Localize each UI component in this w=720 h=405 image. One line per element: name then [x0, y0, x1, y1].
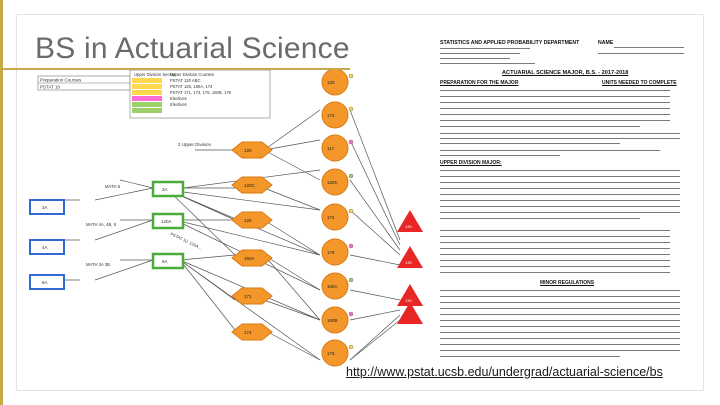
- blue-box-2-label: 4A: [42, 245, 48, 250]
- math-label: MATH 6: [105, 184, 121, 189]
- doc-header-left: STATISTICS AND APPLIED PROBABILITY DEPAR…: [440, 40, 580, 46]
- right-node-2: 173: [327, 113, 335, 118]
- legend-right-row-5: Electives: [170, 102, 187, 107]
- legend-right-head: Upper Division Section: [134, 72, 177, 77]
- degree-requirements-document: STATISTICS AND APPLIED PROBABILITY DEPAR…: [440, 38, 702, 368]
- legend-left-row-2: PSTAT 10: [40, 85, 61, 90]
- right-node-7: 160A: [327, 284, 338, 289]
- green-box-3: 6A: [162, 259, 168, 264]
- right-node-9: 175: [327, 351, 335, 356]
- center-node-4: 160A: [244, 256, 255, 261]
- doc-section-units: UNITS NEEDED TO COMPLETE: [602, 80, 677, 86]
- center-node-1: 120: [244, 148, 252, 153]
- right-node-8: 160B: [327, 318, 338, 323]
- right-node-3: 117: [327, 146, 335, 151]
- legend-right-row-2: PSTAT 126, 160A, 174: [170, 84, 213, 89]
- doc-program-title: ACTUARIAL SCIENCE MAJOR, B.S. - 2017-201…: [502, 70, 629, 76]
- doc-section-prep: PREPARATION FOR THE MAJOR: [440, 80, 519, 86]
- doc-section-minor: MINOR REGULATIONS: [540, 280, 595, 286]
- title-underline: [0, 68, 350, 70]
- center-node-6: 174: [244, 330, 252, 335]
- doc-section-upper: UPPER DIVISION MAJOR:: [440, 160, 502, 166]
- right-node-6: 176: [327, 250, 335, 255]
- right-node-4: 120C: [327, 180, 339, 185]
- source-link[interactable]: http://www.pstat.ucsb.edu/undergrad/actu…: [346, 365, 663, 379]
- connectors: [60, 109, 401, 361]
- center-node-3: 126: [244, 218, 252, 223]
- left-blue-boxes: 3A 4A 6A: [29, 199, 65, 290]
- blue-box-3-label: 6A: [42, 280, 48, 285]
- green-box-1: 3A: [162, 187, 168, 192]
- green-boxes: 3A 120A 6A: [151, 180, 185, 270]
- legend-right: Upper Division Section Upper Division Co…: [129, 70, 271, 119]
- legend-left: Preparation Courses PSTAT 10: [37, 75, 131, 91]
- slide-title: BS in Actuarial Science: [35, 32, 350, 65]
- red-triangles: 130 130 130: [397, 210, 423, 324]
- right-node-1: 120: [327, 80, 335, 85]
- right-nodes: 120 173 117 120C 174 176 160A 160B 175: [321, 70, 354, 367]
- right-node-5: 174: [327, 215, 335, 220]
- legend-right-row-3: PSTAT 171, 173, 175, 160B, 176: [170, 90, 232, 95]
- triangle-1: 130: [405, 224, 412, 229]
- accent-stripe: [0, 0, 3, 405]
- legend-left-row-1: Preparation Courses: [40, 78, 82, 83]
- upper-division-label: 2 Upper Division: [178, 142, 212, 147]
- course-flowchart: Preparation Courses PSTAT 10 Upper Divis…: [29, 70, 423, 367]
- doc-header-right: NAME: [598, 40, 614, 46]
- green-box-2: 120A: [161, 219, 172, 224]
- center-nodes: 120 120C 126 160A 171 174: [231, 141, 273, 341]
- math3-label: MATH 3A 3B: [86, 262, 110, 267]
- triangle-3: 130: [405, 298, 412, 303]
- center-node-2: 120C: [244, 183, 256, 188]
- diagonal-label: PSTAT 10, 120A...: [170, 231, 203, 250]
- blue-box-1-label: 3A: [42, 205, 48, 210]
- center-node-5: 171: [244, 294, 252, 299]
- math2-label: MATH 4A, 4B, 8: [86, 222, 117, 227]
- legend-right-row-1: PSTAT 120 ABC: [170, 78, 201, 83]
- triangle-2: 130: [405, 260, 412, 265]
- legend-right-head2: Upper Division Courses: [170, 72, 214, 77]
- legend-right-row-4: Electives: [170, 96, 187, 101]
